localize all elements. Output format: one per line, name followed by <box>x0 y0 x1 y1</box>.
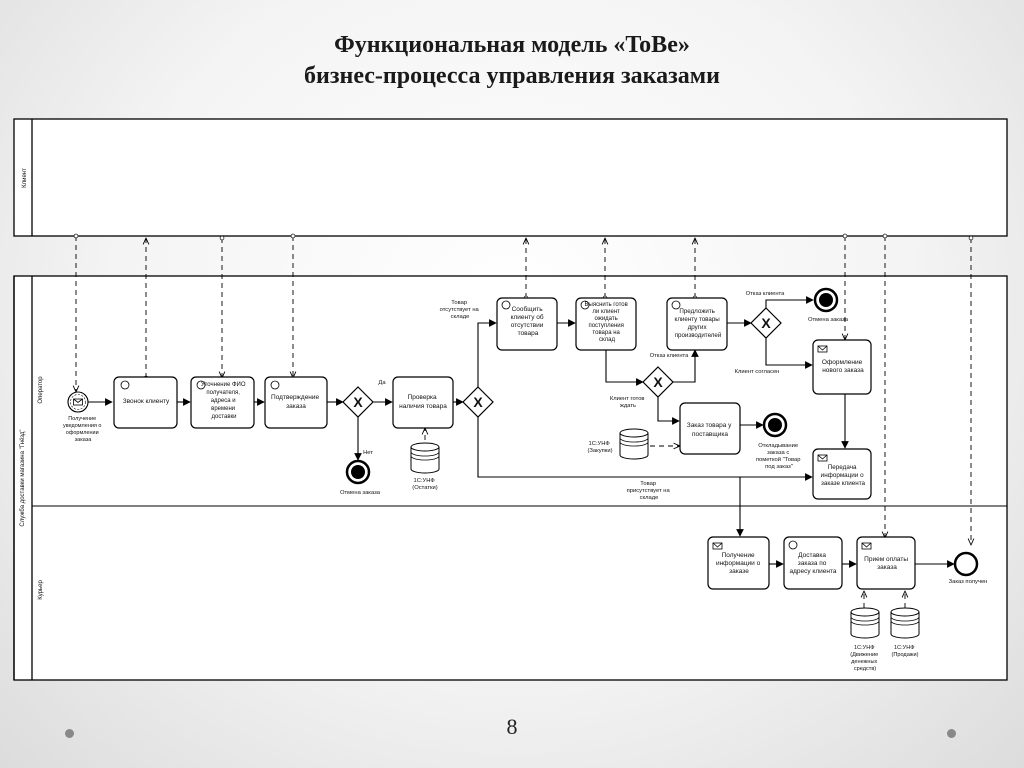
task-notify-absence-label: Сообщить клиенту об отсутствии товара <box>511 305 546 337</box>
user-task-icon <box>270 380 280 390</box>
task-order-supplier: Заказ товара у поставщика <box>679 402 741 455</box>
flow-label-no: Нет <box>363 450 373 456</box>
task-receive-info-label: Получение информации о заказе <box>716 552 762 575</box>
flow-labels: Да Нет Товар отсутствует на складе Товар… <box>363 291 785 501</box>
user-task-icon <box>788 540 798 550</box>
event-cancel-order-label: Отмена заказа <box>340 490 381 496</box>
datastore-cash-flow-label: 1С:УНФ (Движение денежных средств) <box>850 645 880 672</box>
task-confirm-order-label: Подтверждение заказа <box>271 394 321 410</box>
task-ask-wait-label: Выяснить готов ли клиент ожидать поступл… <box>585 302 630 343</box>
task-pass-info-label: Передача информации о заказе клиента <box>821 464 866 487</box>
flow-label-ready-wait: Клиент готов ждать <box>610 396 646 409</box>
event-cancel-order: Отмена заказа <box>340 459 381 496</box>
user-task-icon <box>671 300 681 310</box>
exclusive-gateway-icon: X <box>653 374 663 390</box>
gateway-1: X <box>342 386 374 418</box>
event-order-received: Заказ получен <box>949 551 988 585</box>
flow-gw3-supplier <box>657 397 680 425</box>
event-cancel-order-top-label: Отмена заказа <box>808 317 849 323</box>
sequence-flows <box>88 296 955 568</box>
slide-title: Функциональная модель «ToBe» бизнес-проц… <box>0 30 1024 92</box>
user-task-icon <box>580 300 590 310</box>
flow-label-agrees: Клиент согласен <box>735 369 780 375</box>
lane-label-courier: Курьер <box>38 580 44 600</box>
datastore-stock: 1С:УНФ (Остатки) <box>410 442 440 491</box>
page-number: 8 <box>506 714 518 739</box>
task-check-stock-label: Проверка наличия товара <box>399 394 447 410</box>
gateway-4: X <box>750 307 782 339</box>
task-payment-label: Прием оплаты заказа <box>864 556 910 571</box>
task-delivery-label: Доставка заказа по адресу клиента <box>789 552 836 575</box>
event-deferred-label: Откладывание заказа с пометкой "Товар по… <box>756 443 802 470</box>
datastore-purchases: 1С:УНФ (Закупки) <box>588 428 649 460</box>
task-offer-other-label: Предложить клиенту товары других произво… <box>675 308 722 339</box>
slide-dot-left <box>65 729 74 738</box>
flow-label-absent: Товар отсутствует на складе <box>440 300 481 320</box>
exclusive-gateway-icon: X <box>473 394 483 410</box>
task-clarify-data: Уточнение ФИО получателя, адреса и време… <box>190 376 255 429</box>
envelope-icon <box>861 542 872 550</box>
datastore-sales-label: 1С:УНФ (Продажи) <box>891 645 918 658</box>
user-task-icon <box>501 300 511 310</box>
exclusive-gateway-icon: X <box>353 394 363 410</box>
lane-label-client: Клиент <box>22 168 28 188</box>
datastore-purchases-label: 1С:УНФ (Закупки) <box>588 441 613 454</box>
slide-title-line-2: бизнес-процесса управления заказами <box>304 63 720 89</box>
event-order-received-label: Заказ получен <box>949 579 988 585</box>
flow-gw2-notify <box>477 319 497 387</box>
exclusive-gateway-icon: X <box>761 315 771 331</box>
envelope-icon <box>817 454 828 462</box>
flow-gw2-pass-info <box>477 417 813 481</box>
flow-gw3-offer <box>673 349 699 383</box>
task-offer-other: Предложить клиенту товары других произво… <box>666 297 728 351</box>
user-task-icon <box>196 380 206 390</box>
pool-label: Служба доставки магазина "Гнёзд" <box>20 429 26 526</box>
event-start-label: Получение уведомления о оформлении заказ… <box>63 416 103 443</box>
task-new-order-label: Оформление нового заказа <box>822 359 864 374</box>
datastore-cash-flow: 1С:УНФ (Движение денежных средств) <box>850 607 880 672</box>
flow-label-refusal-top: Отказ клиента <box>746 291 785 297</box>
flow-label-yes: Да <box>378 380 386 386</box>
task-pass-info: Передача информации о заказе клиента <box>812 448 872 500</box>
gateway-3: X <box>642 366 674 398</box>
task-notify-absence: Сообщить клиенту об отсутствии товара <box>496 297 558 351</box>
task-payment: Прием оплаты заказа <box>856 536 916 590</box>
task-new-order: Оформление нового заказа <box>812 339 872 395</box>
lane-label-operator: Оператор <box>38 376 44 404</box>
slide-title-line-1: Функциональная модель «ToBe» <box>334 32 690 58</box>
task-confirm-order: Подтверждение заказа <box>264 376 328 429</box>
task-ask-wait: Выяснить готов ли клиент ожидать поступл… <box>575 297 637 351</box>
task-clarify-data-label: Уточнение ФИО получателя, адреса и време… <box>201 382 247 420</box>
event-start: Получение уведомления о оформлении заказ… <box>63 391 103 443</box>
datastore-sales: 1С:УНФ (Продажи) <box>890 607 920 658</box>
datastore-stock-label: 1С:УНФ (Остатки) <box>412 478 437 491</box>
flow-gw4-cancel <box>765 296 814 308</box>
task-call-client-label: Звонок клиенту <box>123 398 170 405</box>
event-cancel-order-top: Отмена заказа <box>808 287 849 323</box>
task-receive-info: Получение информации о заказе <box>707 536 770 590</box>
flow-label-in-stock: Товар присутствует на складе <box>627 481 672 501</box>
user-task-icon <box>120 380 130 390</box>
envelope-icon <box>712 542 723 550</box>
slide-dot-right <box>947 729 956 738</box>
message-flows <box>76 236 971 608</box>
task-check-stock: Проверка наличия товара <box>392 376 454 429</box>
task-call-client: Звонок клиенту <box>113 376 178 429</box>
flow-ask-gw3 <box>605 350 644 386</box>
gateway-2: X <box>462 386 494 418</box>
flow-label-refusal-mid: Отказ клиента <box>650 353 689 359</box>
envelope-icon <box>817 345 828 353</box>
event-deferred: Откладывание заказа с пометкой "Товар по… <box>756 412 802 470</box>
flow-gw4-new-order <box>765 338 813 369</box>
task-delivery: Доставка заказа по адресу клиента <box>783 536 843 590</box>
task-order-supplier-label: Заказ товара у поставщика <box>687 422 733 438</box>
pool-client: Клиент <box>13 118 1008 237</box>
